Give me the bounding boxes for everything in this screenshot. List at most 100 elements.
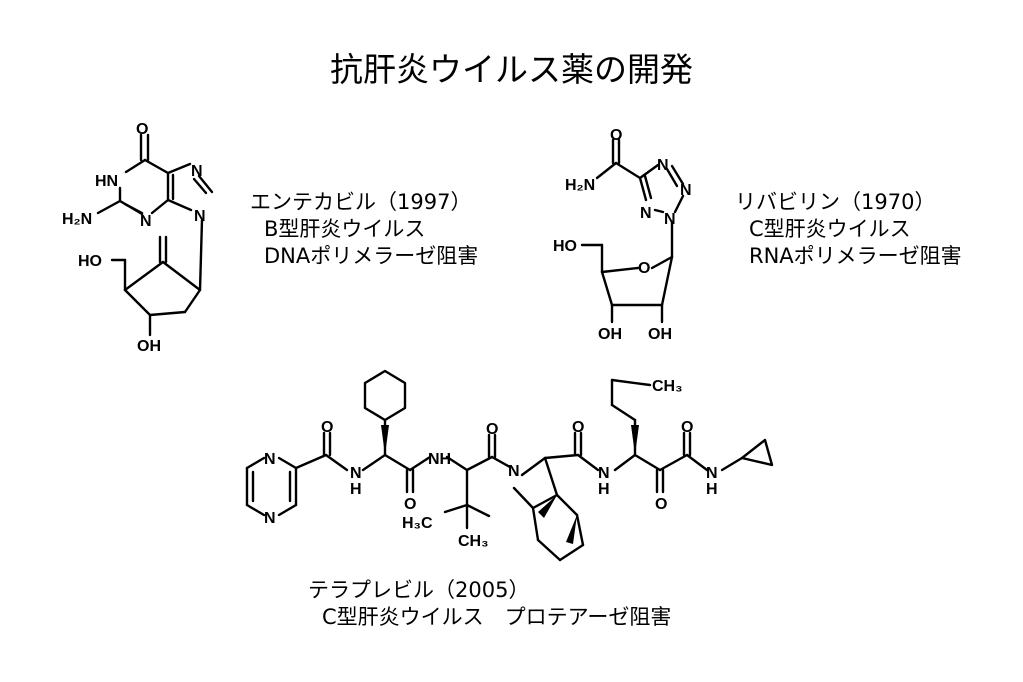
atom-label: O (655, 496, 667, 513)
atom-label: OH (648, 326, 672, 343)
atom-label: N (640, 205, 652, 222)
atom-label: O (610, 127, 622, 144)
atom-label: H₃C (402, 515, 433, 532)
bond (143, 158, 170, 175)
atom-label: N (657, 157, 669, 174)
bond (531, 506, 540, 542)
bond (536, 538, 562, 562)
bond (123, 288, 152, 317)
stereo-wedge (631, 425, 639, 455)
atom-label: N (508, 463, 520, 480)
atom-label: O (404, 496, 416, 513)
atom-label: N (191, 163, 203, 180)
atom-label: H₂N (62, 211, 92, 228)
bond (600, 266, 640, 274)
entecavir-caption: エンテカビル（1997） B型肝炎ウイルス DNAポリメラーゼ阻害 (250, 189, 478, 270)
bond (277, 456, 298, 470)
bond (600, 270, 614, 307)
atom-label: N (664, 211, 676, 228)
bond (610, 378, 652, 387)
stereo-wedge (566, 515, 577, 544)
atom-label: O (572, 419, 584, 436)
atom-label: H (706, 481, 718, 498)
bond (555, 493, 579, 517)
atom-label: N (264, 451, 276, 468)
bond (443, 503, 469, 514)
atom-label: O (638, 260, 650, 277)
entecavir-target: B型肝炎ウイルス (264, 217, 426, 241)
ribavirin-target: C型肝炎ウイルス (749, 217, 911, 241)
bond (198, 218, 204, 292)
atom-label: N (140, 213, 152, 230)
atom-label: HO (553, 238, 577, 255)
bond (643, 174, 653, 200)
bond (166, 162, 192, 175)
bond (650, 255, 674, 270)
bond (610, 403, 637, 422)
bond (512, 486, 535, 510)
bond (490, 455, 512, 469)
bond (465, 455, 494, 472)
ribavirin-mechanism: RNAポリメラーゼ阻害 (749, 244, 962, 268)
bond (123, 202, 144, 215)
atom-label: OH (137, 338, 161, 355)
bond (638, 176, 648, 202)
ribavirin-caption: リバビリン（1970） C型肝炎ウイルス RNAポリメラーゼ阻害 (735, 189, 962, 270)
bond (294, 453, 328, 470)
bond (543, 453, 580, 460)
stereo-wedge (538, 495, 557, 518)
bond (445, 455, 469, 472)
atom-label: O (136, 121, 148, 138)
telaprevir-name: テラプレビル（2005） (308, 578, 530, 602)
bond (660, 255, 674, 307)
entecavir-mechanism: DNAポリメラーゼ阻害 (264, 244, 479, 268)
bond (673, 194, 685, 214)
cyclohexyl-ring (363, 369, 407, 422)
bond (531, 493, 559, 510)
entecavir-name: エンテカビル（1997） (250, 190, 472, 214)
bond (595, 161, 618, 180)
bond (383, 453, 412, 472)
bond (613, 453, 637, 472)
bond (658, 453, 689, 472)
bond (520, 456, 547, 477)
atom-label: NH (428, 451, 451, 468)
bond (638, 163, 660, 180)
atom-label: H₂N (565, 177, 595, 194)
atom-label: N (194, 208, 206, 225)
atom-label: N (350, 465, 362, 482)
bond (465, 503, 491, 518)
bond (653, 208, 665, 214)
atom-label: CH₃ (458, 533, 489, 550)
stereo-wedge (381, 425, 389, 455)
atom-label: HO (78, 253, 102, 270)
atom-label: O (321, 419, 333, 436)
atom-label: N (706, 465, 718, 482)
atom-label: OH (598, 326, 622, 343)
cyclopropyl-ring (740, 438, 774, 467)
bond (665, 167, 679, 188)
bond (161, 260, 202, 292)
bond (670, 164, 685, 186)
bond (277, 503, 298, 517)
bond (166, 198, 193, 212)
bond (361, 453, 387, 472)
bond (150, 198, 170, 215)
atom-label: N (264, 510, 276, 527)
bond (324, 453, 349, 472)
bond (720, 456, 744, 472)
bond (543, 456, 559, 497)
bond (148, 310, 187, 317)
bond (685, 453, 709, 472)
bond (123, 260, 165, 292)
bond (575, 513, 585, 547)
telaprevir-caption: テラプレビル（2005） C型肝炎ウイルス プロテアーゼ阻害 (308, 577, 671, 631)
bond (192, 177, 208, 195)
atom-label: CH₃ (652, 378, 683, 395)
bond (183, 288, 202, 314)
bond (576, 453, 600, 472)
